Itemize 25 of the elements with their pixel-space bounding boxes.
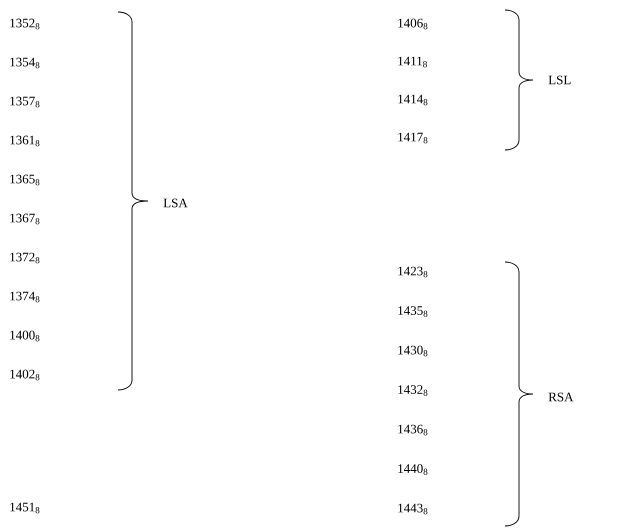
number-label: 1423$_{8}$ xyxy=(398,266,428,278)
number-label: 1402$_{8}$ xyxy=(10,370,40,380)
number-label: 1414$_{8}$ xyxy=(398,94,428,106)
number-label: 1354$_{8}$ xyxy=(10,58,40,68)
number-label: 1435$_{8}$ xyxy=(398,306,428,317)
number-label: 1411$_{8}$ xyxy=(398,56,427,68)
number-label: 1406$_{8}$ xyxy=(398,18,428,30)
number-label: 1400$_{8}$ xyxy=(10,330,40,342)
number-label: 1440$_{8}$ xyxy=(398,464,428,475)
number-label: 1443$_{8}$ xyxy=(398,504,428,514)
number-label: 1365$_{8}$ xyxy=(10,174,40,186)
number-label: 1357$_{8}$ xyxy=(10,96,40,108)
number-label: 1436$_{8}$ xyxy=(398,424,428,436)
group-label: LSL xyxy=(548,76,571,84)
number-label: 1374$_{8}$ xyxy=(10,292,40,302)
group-label: LSA xyxy=(164,198,188,208)
number-label: 1451$_{8}$ xyxy=(10,502,40,514)
number-label: 1361$_{8}$ xyxy=(10,136,40,146)
number-label: 1430$_{8}$ xyxy=(398,346,428,356)
number-label: 1367$_{8}$ xyxy=(10,214,40,224)
number-label: 1372$_{8}$ xyxy=(10,252,40,264)
group-label: RSA xyxy=(548,392,574,402)
number-label: 1432$_{8}$ xyxy=(398,385,428,396)
number-label: 1417$_{8}$ xyxy=(398,132,428,144)
number-label: 1352$_{8}$ xyxy=(10,18,40,30)
